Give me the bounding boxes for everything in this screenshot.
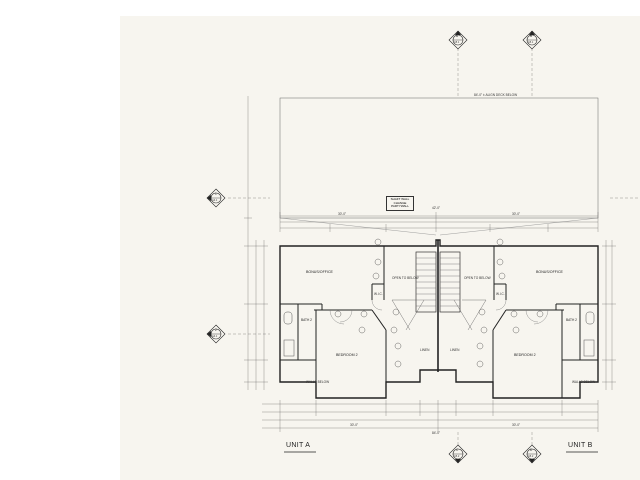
- dimension-top-overall: 84'-0" ± ALIGN DECK BELOW: [474, 93, 518, 97]
- dimension-top-right: 30'-0": [512, 212, 521, 216]
- room-label-bonus-office-b: BONUS/OFFICE: [536, 270, 563, 274]
- section-marker-sheet: A5.2: [528, 455, 534, 458]
- section-marker-sheet: A5.1: [528, 41, 534, 44]
- section-marker-s4: [206, 324, 226, 344]
- room-label-bath2-a: BATH 2: [301, 318, 312, 322]
- section-marker-num: B: [530, 34, 533, 38]
- deck-outline: [279, 97, 599, 219]
- section-marker-s3: [206, 188, 226, 208]
- section-marker-s6: [522, 444, 542, 464]
- unit-label-b: UNIT B: [568, 442, 593, 449]
- unit-label-a: UNIT A: [286, 442, 311, 449]
- room-label-walls-below-b: WALLS BELOW: [572, 380, 596, 384]
- section-marker-num: C: [456, 448, 459, 452]
- room-label-linen-b: LINEN: [450, 348, 460, 352]
- dimension-bottom-right: 30'-0": [512, 423, 521, 427]
- exterior-wall: [279, 239, 599, 399]
- section-marker-num: 2: [215, 328, 217, 332]
- section-marker-sheet: A5.1: [454, 41, 460, 44]
- section-marker-num: D: [530, 448, 533, 452]
- party-wall-note: SHAFT WALL CHANGE PARTYWALL: [386, 196, 414, 211]
- dimension-bottom-overall: 84'-0": [432, 431, 441, 435]
- room-label-bonus-office-a: BONUS/OFFICE: [306, 270, 333, 274]
- room-label-bedroom-b: BEDROOM 2: [514, 353, 536, 357]
- room-label-bedroom-a: BEDROOM 2: [336, 353, 358, 357]
- room-label-closet-a: W.I.C.: [374, 292, 383, 296]
- section-marker-num: 1: [215, 192, 217, 196]
- room-label-walls-below-a: WALLS BELOW: [306, 380, 330, 384]
- room-label-closet-b: W.I.C.: [496, 292, 505, 296]
- section-marker-sheet: A4.1: [212, 199, 218, 202]
- room-label-open-below-b: OPEN TO BELOW: [464, 276, 491, 280]
- section-marker-sheet: A4.1: [212, 335, 218, 338]
- room-label-linen-a: LINEN: [420, 348, 430, 352]
- dimension-bottom-left: 30'-0": [350, 423, 359, 427]
- room-label-open-below-a: OPEN TO BELOW: [392, 276, 419, 280]
- section-marker-s5: [448, 444, 468, 464]
- section-marker-s1: [448, 30, 468, 50]
- section-marker-s2: [522, 30, 542, 50]
- section-marker-num: A: [456, 34, 459, 38]
- room-label-bath2-b: BATH 2: [566, 318, 577, 322]
- drawing-sheet: [120, 16, 640, 480]
- dimension-top-mid: 42'-0": [432, 206, 441, 210]
- dimension-top-left: 30'-0": [338, 212, 347, 216]
- section-marker-sheet: A5.2: [454, 455, 460, 458]
